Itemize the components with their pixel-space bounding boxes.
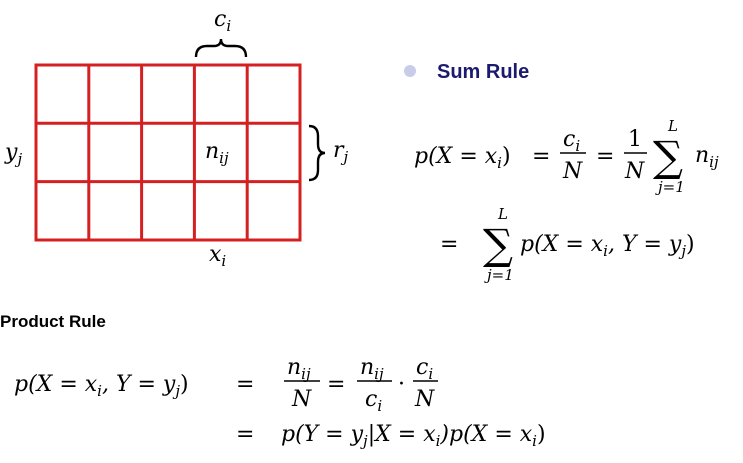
fraction-denominator: N	[414, 387, 435, 412]
sum-rule-heading: Sum Rule	[437, 61, 529, 83]
fraction-denominator: ci	[365, 387, 382, 415]
equals-sign: =	[596, 144, 614, 169]
row-sum-group: rj	[308, 124, 349, 182]
contingency-grid	[34, 63, 302, 242]
bullet-dot-icon	[404, 65, 416, 77]
sum-rule-equation-1: p(X = xi) = ci N = 1 N L ∑ j=1 nij	[414, 117, 719, 196]
column-label-group: ci	[194, 7, 248, 58]
product-rule-heading: Product Rule	[0, 312, 106, 331]
fraction-numerator: nij	[360, 355, 384, 383]
equals-sign: =	[236, 372, 254, 397]
x-value-label: xi	[209, 242, 226, 270]
row-label: yj	[4, 140, 22, 168]
product-rule-lhs: p(X = xi, Y = yj)	[14, 372, 189, 400]
sum-upper-limit: L	[667, 117, 678, 135]
fraction-numerator: 1	[628, 127, 642, 152]
equals-sign: =	[532, 144, 550, 169]
fraction-denominator: N	[291, 387, 312, 412]
joint-probability-term: p(X = xi, Y = yj)	[520, 232, 695, 260]
equals-sign: =	[236, 422, 254, 447]
equals-sign: =	[327, 372, 345, 397]
fraction-numerator: ci	[563, 127, 580, 155]
cell-label: nij	[205, 139, 229, 167]
sum-lower-limit: j=1	[484, 266, 514, 284]
grid-border	[34, 63, 302, 242]
column-label: ci	[214, 7, 231, 35]
equals-sign: =	[440, 232, 458, 257]
multiplication-dot: ·	[398, 372, 405, 397]
row-brace	[308, 124, 326, 182]
sum-rule-lhs: p(X = xi)	[414, 144, 511, 172]
fraction-denominator: N	[562, 159, 583, 184]
summation-symbol: ∑	[483, 220, 513, 269]
product-rule-equation-1: p(X = xi, Y = yj) = nij N = nij ci · ci …	[14, 355, 438, 415]
conditional-product-expression: p(Y = yj|X = xi)p(X = xi)	[281, 422, 546, 450]
summation-symbol: ∑	[653, 132, 683, 181]
row-sum-label: rj	[333, 138, 349, 166]
sum-lower-limit: j=1	[655, 178, 685, 196]
fraction-numerator: ci	[416, 355, 433, 383]
fraction-denominator: N	[624, 159, 645, 184]
product-rule-equation-2: = p(Y = yj|X = xi)p(X = xi)	[236, 422, 546, 450]
column-brace	[194, 38, 248, 58]
sum-rule-equation-2: = L ∑ j=1 p(X = xi, Y = yj)	[440, 205, 695, 284]
sum-upper-limit: L	[497, 205, 508, 223]
sum-term: nij	[695, 143, 719, 171]
fraction-numerator: nij	[287, 355, 311, 383]
